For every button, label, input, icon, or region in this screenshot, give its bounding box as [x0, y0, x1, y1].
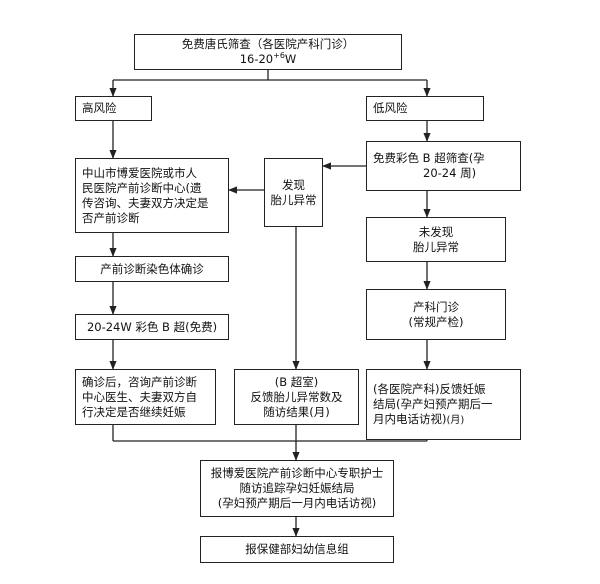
report-center-line: (孕妇预产期后一月内电话访视) [217, 496, 377, 510]
bscan-2024w-box: 20-24W 彩色 B 超(免费) [75, 314, 229, 340]
chromosome-label: 产前诊断染色体确诊 [100, 261, 204, 276]
obstetric-line: 产科门诊 [413, 299, 459, 314]
screening-line1: 免费唐氏筛查（各医院产科门诊） [181, 37, 355, 51]
free-bscan-box: 免费彩色 B 超筛查(孕 20-24 周) [366, 141, 521, 191]
report-center-box: 报博爱医院产前诊断中心专职护士 随访追踪孕妇妊娠结局 (孕妇预产期后一月内电话访… [200, 460, 394, 517]
low-risk-box: 低风险 [366, 96, 484, 121]
confirm-box: 确诊后，咨询产前诊断 中心医生、夫妻双方自 行决定是否继续妊娠 [75, 369, 216, 425]
bscan-2024w-label: 20-24W 彩色 B 超(免费) [86, 319, 218, 334]
not-found-line: 胎儿异常 [413, 239, 459, 254]
found-abnormal-line: 胎儿异常 [270, 192, 317, 207]
found-abnormal-line: 发现 [282, 177, 305, 192]
screening-box: 免费唐氏筛查（各医院产科门诊） 16-20+6W [134, 34, 402, 70]
free-bscan-line: 20-24 周) [423, 166, 477, 180]
not-found-box: 未发现 胎儿异常 [366, 217, 506, 262]
high-risk-label: 高风险 [82, 101, 117, 115]
high-risk-box: 高风险 [75, 96, 152, 121]
chromosome-box: 产前诊断染色体确诊 [75, 256, 229, 282]
diagnosis-center-line: 民医院产前诊断中心(遗 [82, 180, 202, 195]
confirm-line: 行决定是否继续妊娠 [82, 404, 186, 419]
diagnosis-center-line: 中山市博爱医院或市人 [82, 165, 197, 180]
hospital-feedback-period: (月) [446, 414, 465, 426]
hospital-feedback-line: 结局(孕产妇预产期后一 [373, 396, 493, 411]
report-center-line: 随访追踪孕妇妊娠结局 [239, 481, 355, 495]
free-bscan-line: 免费彩色 B 超筛查(孕 [373, 151, 485, 165]
bscan-feedback-line: 随访结果(月) [263, 404, 330, 419]
confirm-line: 确诊后，咨询产前诊断 [82, 374, 197, 389]
diagnosis-center-line: 传咨询、夫妻双方决定是 [82, 195, 209, 210]
gestation-range: 16-20 [239, 52, 274, 66]
confirm-line: 中心医生、夫妻双方自 [82, 389, 197, 404]
screening-line2: 16-20+6W [240, 52, 297, 67]
gestation-unit: W [284, 52, 297, 66]
gestation-superscript: +6 [273, 51, 285, 61]
hospital-feedback-line: 月内电话访视)(月) [373, 412, 464, 428]
bscan-feedback-line: (B 超室) [274, 374, 319, 389]
diagnosis-center-box: 中山市博爱医院或市人 民医院产前诊断中心(遗 传咨询、夫妻双方决定是 否产前诊断 [75, 158, 229, 233]
hospital-feedback-box: (各医院产科)反馈妊娠 结局(孕产妇预产期后一 月内电话访视)(月) [366, 369, 521, 440]
bscan-feedback-box: (B 超室) 反馈胎儿异常数及 随访结果(月) [234, 369, 359, 425]
not-found-line: 未发现 [418, 224, 454, 239]
bscan-feedback-line: 反馈胎儿异常数及 [250, 389, 343, 404]
low-risk-label: 低风险 [373, 101, 408, 115]
hospital-feedback-line: (各医院产科)反馈妊娠 [373, 381, 486, 396]
hospital-feedback-visit: 月内电话访视) [373, 411, 447, 426]
obstetric-box: 产科门诊 (常规产检) [366, 289, 506, 340]
report-center-line: 报博爱医院产前诊断中心专职护士 [210, 466, 384, 480]
report-health-box: 报保健部妇幼信息组 [200, 536, 394, 563]
report-health-label: 报保健部妇幼信息组 [245, 542, 349, 556]
found-abnormal-box: 发现 胎儿异常 [264, 158, 323, 227]
obstetric-line: (常规产检) [408, 314, 464, 329]
diagnosis-center-line: 否产前诊断 [82, 210, 140, 225]
